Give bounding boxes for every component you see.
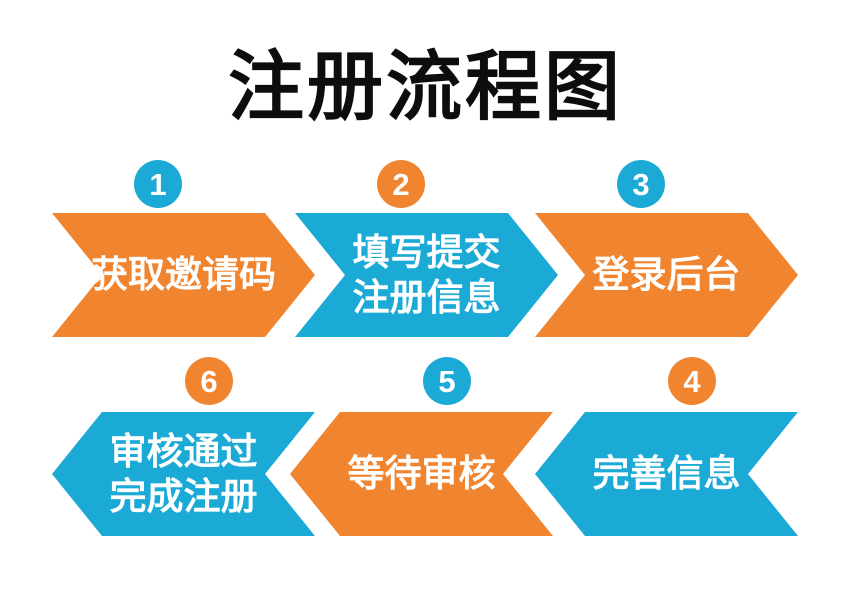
step-4-arrow: 完善信息 [535, 412, 798, 536]
step-2-label-line2: 注册信息 [352, 277, 501, 318]
step-5-number-badge: 5 [423, 357, 471, 405]
page-title: 注册流程图 [228, 45, 623, 130]
step-6-number: 6 [200, 363, 218, 399]
step-6-arrow: 审核通过 完成注册 [52, 412, 315, 536]
step-5-label: 等待审核 [347, 453, 496, 495]
step-5-number: 5 [438, 363, 456, 399]
step-6-label-line2: 完成注册 [109, 476, 258, 517]
step-1-label: 获取邀请码 [91, 254, 276, 296]
step-2-label: 填写提交 [352, 231, 501, 273]
step-5-arrow: 等待审核 [290, 412, 553, 536]
step-4-number: 4 [683, 363, 701, 399]
step-3-label: 登录后台 [592, 254, 741, 296]
step-2-number: 2 [392, 166, 410, 202]
step-2-number-badge: 2 [377, 160, 425, 208]
step-4-label: 完善信息 [592, 453, 741, 495]
step-2-arrow: 填写提交 注册信息 [295, 213, 558, 337]
step-3-number-badge: 3 [617, 160, 665, 208]
step-4-number-badge: 4 [668, 357, 716, 405]
step-3-arrow: 登录后台 [535, 213, 798, 337]
step-3-number: 3 [632, 166, 650, 202]
step-6-label: 审核通过 [109, 430, 258, 472]
step-1-number-badge: 1 [134, 160, 182, 208]
step-1-number: 1 [149, 166, 167, 202]
step-6-number-badge: 6 [185, 357, 233, 405]
step-1-arrow: 获取邀请码 [52, 213, 315, 337]
